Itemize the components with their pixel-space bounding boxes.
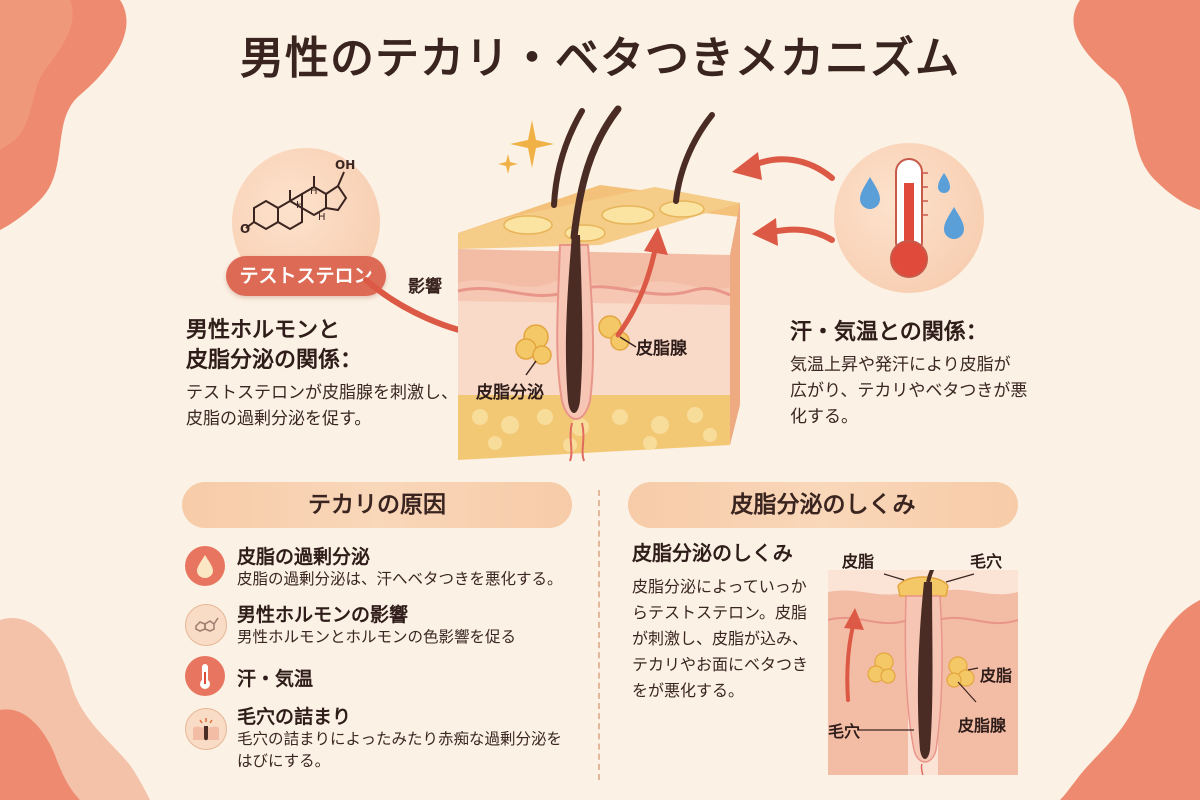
heat-arrow-top-icon <box>732 152 835 181</box>
pore-mechanism-diagram <box>828 570 1018 775</box>
cause-title: 汗・気温 <box>237 668 314 690</box>
oil-drop-icon <box>185 546 225 586</box>
clogged-pore-icon <box>185 708 227 750</box>
hormone-desc-line2: 皮脂の過剰分泌を促す。 <box>186 409 372 429</box>
mechanism-desc-line: 皮脂分泌によっていっか <box>632 577 807 596</box>
sweat-desc-line3: 化する。 <box>790 407 858 427</box>
mechanism-section-header: 皮脂分泌のしくみ <box>628 482 1018 528</box>
hormone-desc-line1: テストステロンが皮脂腺を刺激し、 <box>186 383 458 403</box>
cause-title: 男性ホルモンの影響 <box>237 604 409 626</box>
section-divider <box>598 490 600 780</box>
sweat-desc-line1: 気温上昇や発汗により皮脂が <box>790 355 1011 375</box>
cause-title: 毛穴の詰まり <box>237 706 352 728</box>
heat-arrow-bottom-icon <box>752 218 835 246</box>
corner-blob-bottom-left <box>0 618 150 800</box>
cause-item: 汗・気温 <box>185 656 595 700</box>
cause-item: 毛穴の詰まり 毛穴の詰まりによったみたり赤痴な過剰分泌を はびにする。 <box>185 702 595 778</box>
causes-section-header: テカリの原因 <box>182 482 572 528</box>
sebaceous-gland-label: 皮脂腺 <box>636 339 687 359</box>
page-title: 男性のテカリ・ベタつきメカニズム <box>240 33 960 84</box>
diagram-sebum-side-label: 皮脂 <box>980 666 1013 685</box>
cause-desc: 男性ホルモンとホルモンの色影響を促る <box>237 628 517 646</box>
corner-blob-top-right <box>1073 0 1200 210</box>
molecule-h-label: H <box>296 200 304 211</box>
diagram-pore-bottom-label: 毛穴 <box>828 722 861 741</box>
sebum-secretion-label: 皮脂分泌 <box>476 383 544 403</box>
cause-desc-line2: はびにする。 <box>237 752 331 770</box>
molecule-icon <box>185 604 227 646</box>
corner-blob-top-left <box>0 0 127 230</box>
testosterone-molecule-icon <box>245 171 348 231</box>
molecule-o-label: O <box>240 222 251 236</box>
mechanism-desc-line: をが悪化する。 <box>632 681 745 700</box>
cause-title: 皮脂の過剰分泌 <box>237 546 371 568</box>
sweat-desc-line2: 広がり、テカリやベタつきが悪 <box>790 381 1028 401</box>
diagram-gland-label: 皮脂腺 <box>958 716 1007 735</box>
diagram-pore-top-label: 毛穴 <box>970 552 1003 571</box>
cause-item: 皮脂の過剰分泌 皮脂の過剰分泌は、汗へベタつきを悪化する。 <box>185 542 595 592</box>
hormone-heading-line1: 男性ホルモンと <box>186 318 341 343</box>
thermometer-icon <box>860 158 964 278</box>
cause-desc: 皮脂の過剰分泌は、汗へベタつきを悪化する。 <box>237 570 563 588</box>
testosterone-badge: テストステロン <box>226 256 386 296</box>
influence-label: 影響 <box>408 277 442 297</box>
corner-blob-bottom-right <box>1060 600 1200 800</box>
molecule-h-label: H <box>310 186 318 197</box>
hormone-heading-line2: 皮脂分泌の関係： <box>186 348 363 373</box>
molecule-oh-label: OH <box>335 158 356 172</box>
mechanism-subheading: 皮脂分泌のしくみ <box>632 541 793 565</box>
mechanism-desc-line: らテストステロン。皮脂 <box>632 603 808 622</box>
mechanism-desc-line: が刺激し、皮脂が込み、 <box>632 629 809 648</box>
sparkle-icon <box>498 120 554 174</box>
cause-desc-line1: 毛穴の詰まりによったみたり赤痴な過剰分泌を <box>237 730 563 748</box>
diagram-sebum-top-label: 皮脂 <box>842 552 875 571</box>
thermometer-icon <box>185 656 225 696</box>
cause-item: 男性ホルモンの影響 男性ホルモンとホルモンの色影響を促る <box>185 600 595 650</box>
molecule-h-label: H <box>318 212 326 223</box>
mechanism-desc-line: テカリやお面にベタつき <box>632 655 809 674</box>
sweat-heading: 汗・気温との関係： <box>790 320 988 345</box>
skin-cross-section-diagram <box>457 105 740 462</box>
